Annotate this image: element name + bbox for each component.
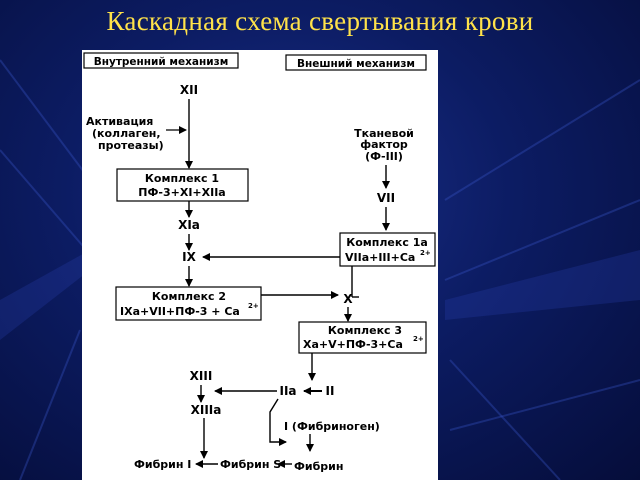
complex-2-formula: IXa+VII+ПФ-3 + Ca xyxy=(120,305,240,318)
complex-1-box xyxy=(116,168,249,202)
factor-xiiia: XIIIa xyxy=(191,403,222,417)
page-title: Каскадная схема свертывания крови xyxy=(106,6,534,36)
complex-3-formula: Xa+V+ПФ-3+Ca xyxy=(303,338,403,351)
factor-xia: XIa xyxy=(178,218,200,232)
tissue-factor-label-2: фактор xyxy=(360,138,408,151)
factor-xiii: XIII xyxy=(190,369,213,383)
complex-3-ca-superscript: 2+ xyxy=(413,335,424,343)
complex-1-formula: ПФ-3+XI+XIIa xyxy=(138,186,225,199)
complex-1a-title: Комплекс 1a xyxy=(346,236,428,249)
tissue-factor-label: Тканевой xyxy=(354,127,414,140)
factor-ii: II xyxy=(326,384,335,398)
activation-label-3: протеазы) xyxy=(98,139,164,152)
complex-2-title: Комплекс 2 xyxy=(152,290,226,303)
coagulation-diagram: Внутренний механизм Внешний механизм XII… xyxy=(82,50,438,480)
factor-x: X xyxy=(343,292,353,306)
complex-1a-formula: VIIa+III+Ca xyxy=(345,251,415,264)
complex-2-box xyxy=(115,286,262,321)
complex-1a-box xyxy=(339,232,436,267)
intrinsic-header-box xyxy=(83,52,239,69)
tissue-factor-label-3: (Ф-III) xyxy=(365,150,403,163)
fibrinogen: I (Фибриноген) xyxy=(284,420,380,433)
factor-vii: VII xyxy=(377,191,395,205)
factor-xii: XII xyxy=(180,83,198,97)
complex-3-box xyxy=(298,321,427,354)
extrinsic-header: Внешний механизм xyxy=(297,58,415,70)
fibrin: Фибрин xyxy=(294,460,343,473)
intrinsic-header: Внутренний механизм xyxy=(94,56,229,68)
fibrin-s: Фибрин S xyxy=(220,458,281,471)
complex-1-title: Комплекс 1 xyxy=(145,172,219,185)
complex-1a-ca-superscript: 2+ xyxy=(420,249,431,257)
complex-3-title: Комплекс 3 xyxy=(328,324,402,337)
activation-label-2: (коллаген, xyxy=(92,127,161,140)
arrow-iia-fibrin xyxy=(269,398,287,446)
complex-2-ca-superscript: 2+ xyxy=(248,302,259,310)
activation-label: Активация xyxy=(86,115,153,128)
extrinsic-header-box xyxy=(285,54,427,71)
factor-ix: IX xyxy=(182,250,196,264)
fibrin-i: Фибрин I xyxy=(134,458,191,471)
factor-iia: IIa xyxy=(279,384,296,398)
